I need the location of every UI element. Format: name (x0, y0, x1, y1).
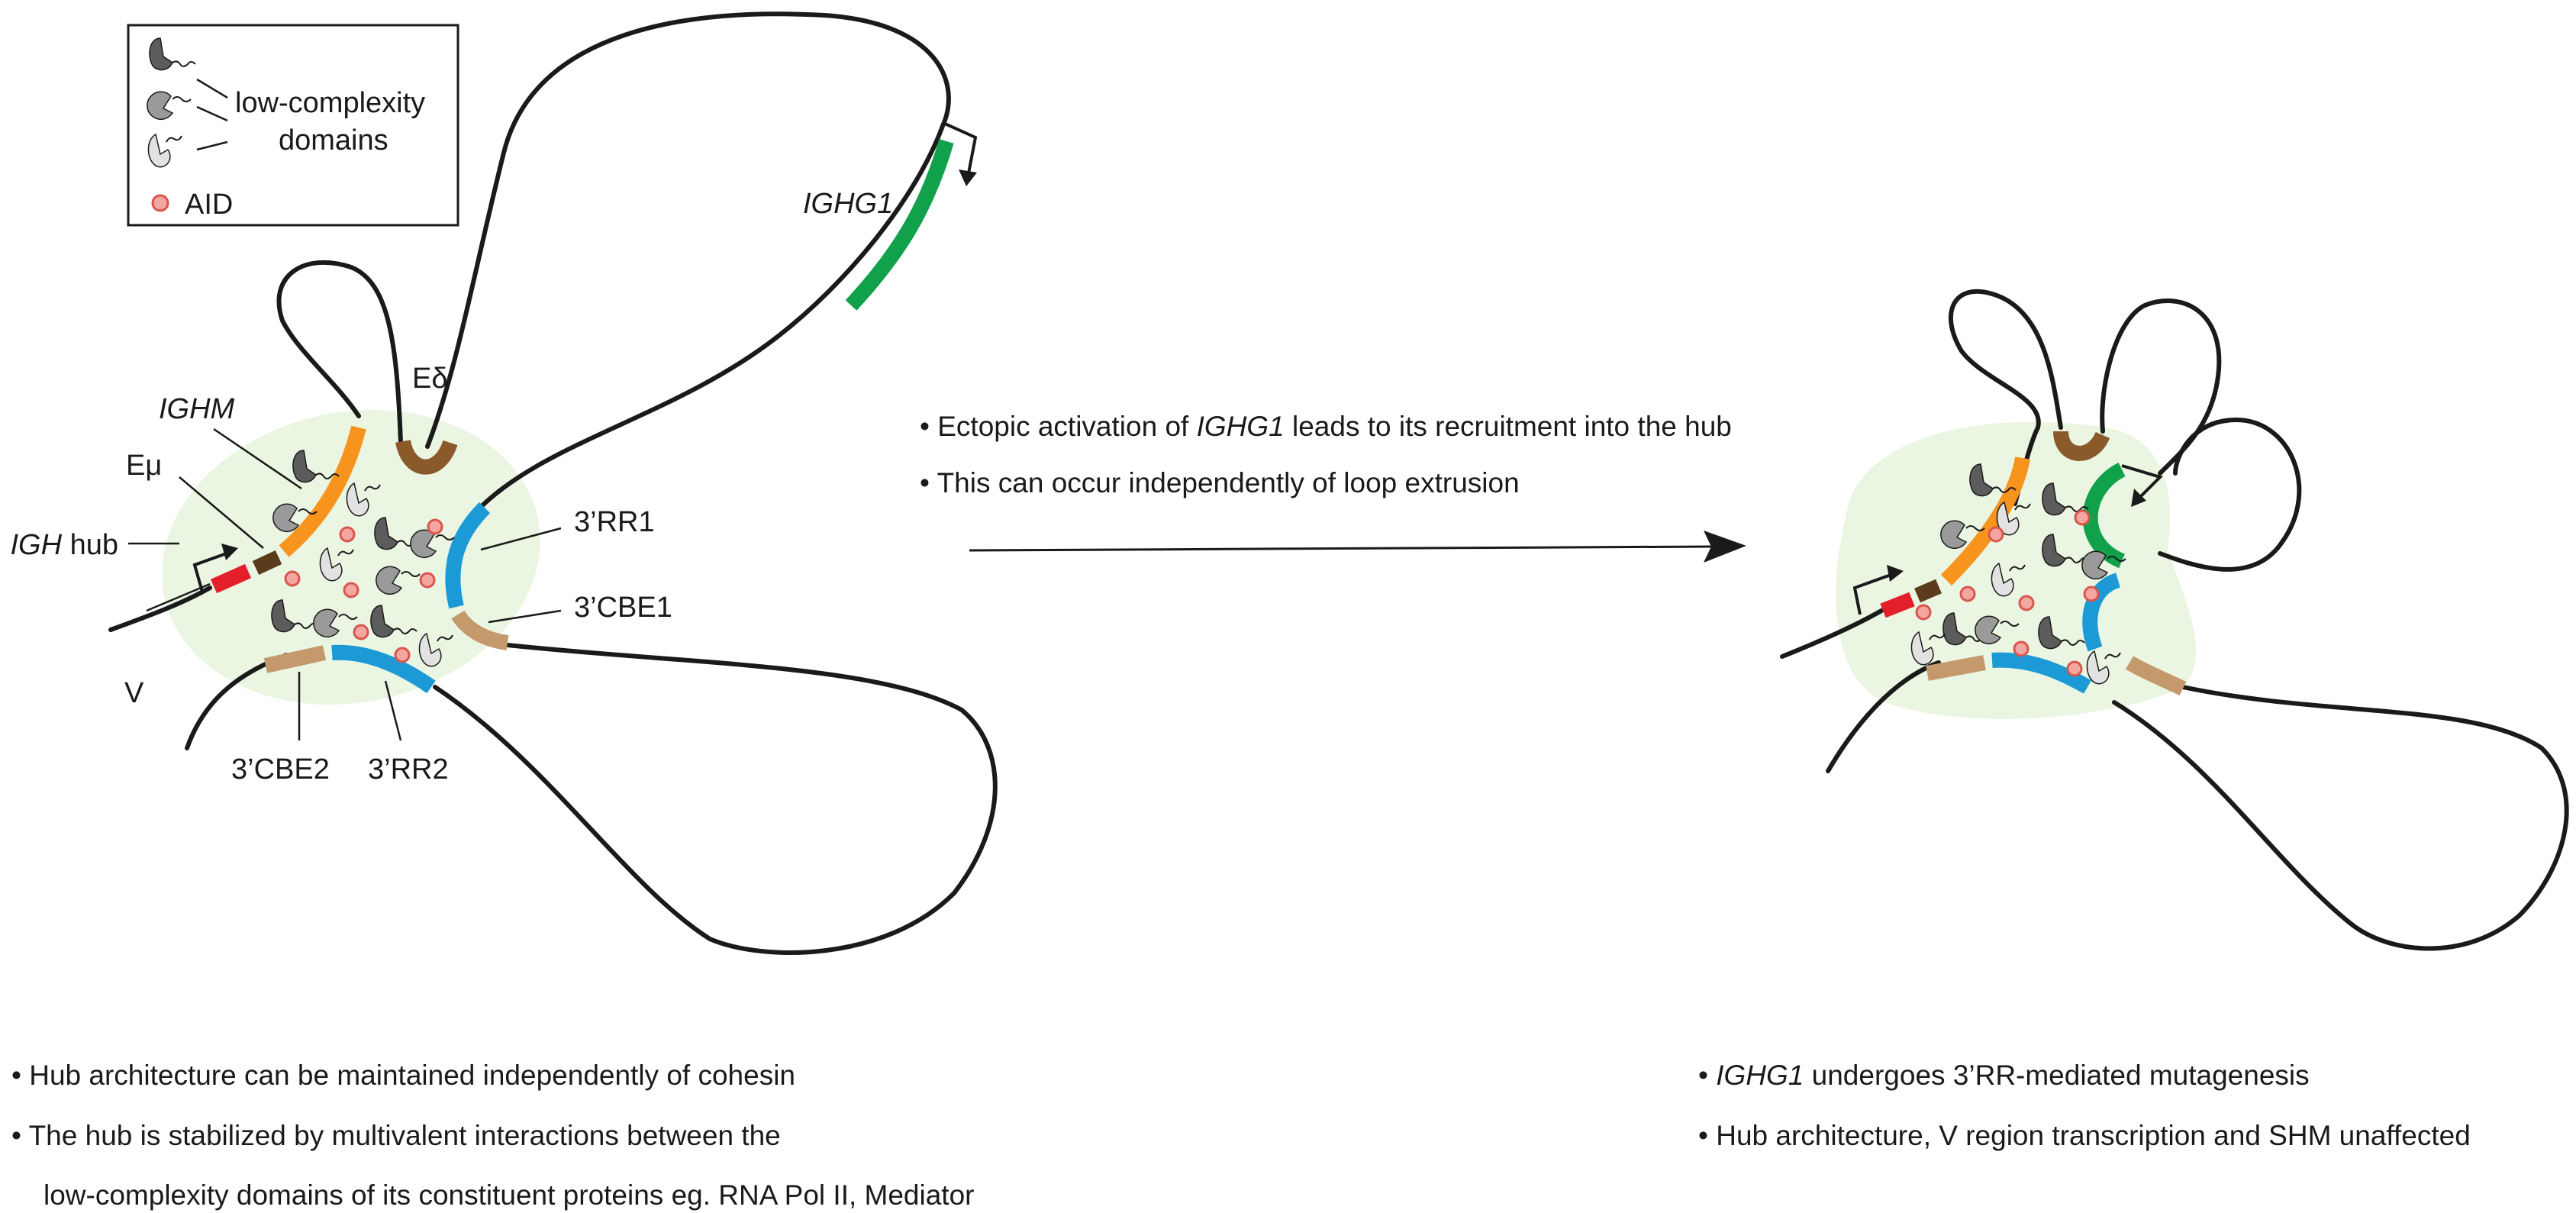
left-3cbe2-segment (263, 645, 327, 673)
right-chromatin-loop-3 (2158, 417, 2302, 572)
right-tss-arrowhead (1887, 565, 1904, 582)
middle-bullet-2: • This can occur independently of loop e… (920, 467, 1520, 498)
left-aid (394, 647, 411, 663)
right-v-segment (1880, 592, 1915, 618)
right-aid (2083, 586, 2100, 602)
left-chromatin-loop-3rr (433, 643, 998, 955)
legend-domains-label: domains (279, 124, 388, 156)
legend-aid-label: AID (185, 189, 233, 221)
left-ighg1-label: IGHG1 (803, 188, 893, 220)
right-chromatin-loop-1 (1948, 289, 2063, 506)
bottom-left-bullet-1: • Hub architecture can be maintained ind… (11, 1060, 795, 1091)
right-aid (2018, 595, 2035, 611)
left-3cbe2-label: 3’CBE2 (231, 753, 330, 786)
left-v-segment (210, 563, 252, 594)
left-3rr2-segment (331, 644, 436, 694)
right-ighg1-segment (2082, 463, 2126, 569)
right-ighm-segment (1940, 456, 2030, 586)
left-3rr2-label: 3’RR2 (368, 753, 449, 786)
left-ighm-segment (279, 425, 366, 557)
bottom-right-bullet-2: • Hub architecture, V region transcripti… (1698, 1120, 2471, 1151)
transition-arrowhead (1704, 531, 1746, 563)
left-igh-hub-label: IGH hub (10, 529, 118, 561)
left-ighg1-tss-arrowhead (959, 169, 977, 186)
left-hub-region (162, 410, 540, 705)
right-aid (2074, 509, 2091, 526)
right-3rr-lower-segment (1991, 652, 2091, 694)
right-hub-region (1836, 421, 2197, 719)
left-aid (419, 572, 436, 589)
middle-annotation: • Ectopic activation of IGHG1 leads to i… (920, 411, 1746, 563)
left-3rr1-segment (445, 502, 491, 609)
left-tss-arrowhead (221, 544, 238, 560)
right-aid (2066, 660, 2083, 677)
right-chromatin-exit (1826, 660, 1941, 773)
left-aid (427, 518, 443, 535)
right-3rr-upper-segment (2082, 573, 2121, 652)
right-ighg1-tss-arrowhead (2131, 489, 2146, 507)
middle-bullet-1: • Ectopic activation of IGHG1 leads to i… (920, 411, 1732, 442)
right-edelta-segment (2053, 431, 2110, 461)
left-tss-arrow (192, 550, 234, 592)
left-edelta-label: Eδ (412, 363, 448, 395)
left-edelta-segment (395, 439, 458, 475)
right-emu-segment (1914, 579, 1942, 603)
left-aid (284, 570, 301, 587)
left-chromatin-v-entry (108, 586, 212, 632)
left-emu-segment (252, 550, 282, 576)
right-ighg1-tss-arrow (2121, 464, 2163, 502)
legend-low-complexity-label: low-complexity (235, 87, 425, 119)
bottom-right-bullet-1: • IGHG1 undergoes 3’RR-mediated mutagene… (1698, 1060, 2310, 1091)
bottom-right-notes: • IGHG1 undergoes 3’RR-mediated mutagene… (1698, 1060, 2471, 1151)
left-ighm-label: IGHM (159, 393, 235, 425)
left-emu-label: Eμ (126, 450, 162, 482)
legend-leader-lines (196, 78, 228, 151)
bottom-left-bullet-2: • The hub is stabilized by multivalent i… (11, 1120, 781, 1151)
left-3rr1-label: 3’RR1 (574, 506, 655, 538)
left-label-leaders (128, 427, 562, 741)
left-hub-diagram: IGH hub IGHM Eμ Eδ V 3’RR1 3’CBE1 3’CBE2… (10, 11, 998, 955)
right-aid (1959, 586, 1976, 602)
left-3cbe1-segment (451, 610, 509, 650)
right-chromatin-v-entry (1780, 608, 1884, 659)
right-chromatin-loop-4 (2112, 685, 2569, 951)
left-chromatin-loop-ighg1 (425, 11, 951, 521)
bottom-left-bullet-2-cont: low-complexity domains of its constituen… (44, 1179, 974, 1211)
transition-arrow-line (969, 545, 1714, 552)
legend-box (127, 24, 459, 227)
legend: low-complexity domains AID (127, 24, 459, 227)
right-aid (1988, 526, 2004, 543)
left-ighg1-segment (845, 139, 954, 311)
right-aid (2013, 640, 2030, 657)
left-aid (343, 582, 359, 598)
left-ighg1-tss-arrow (944, 122, 978, 178)
right-hub-diagram (1780, 289, 2569, 951)
left-chromatin-loop-ighm (276, 260, 403, 445)
left-3cbe1-label: 3’CBE1 (574, 592, 672, 624)
right-tss-arrow (1852, 573, 1894, 615)
left-v-label: V (124, 677, 144, 709)
left-aid (353, 624, 369, 640)
left-aid (339, 526, 356, 543)
legend-aid-icon (151, 194, 169, 212)
right-aid (1915, 604, 1932, 621)
right-3cbe-left-segment (1926, 655, 1986, 681)
right-3cbe-right-segment (2125, 656, 2187, 696)
bottom-left-notes: • Hub architecture can be maintained ind… (11, 1060, 974, 1211)
